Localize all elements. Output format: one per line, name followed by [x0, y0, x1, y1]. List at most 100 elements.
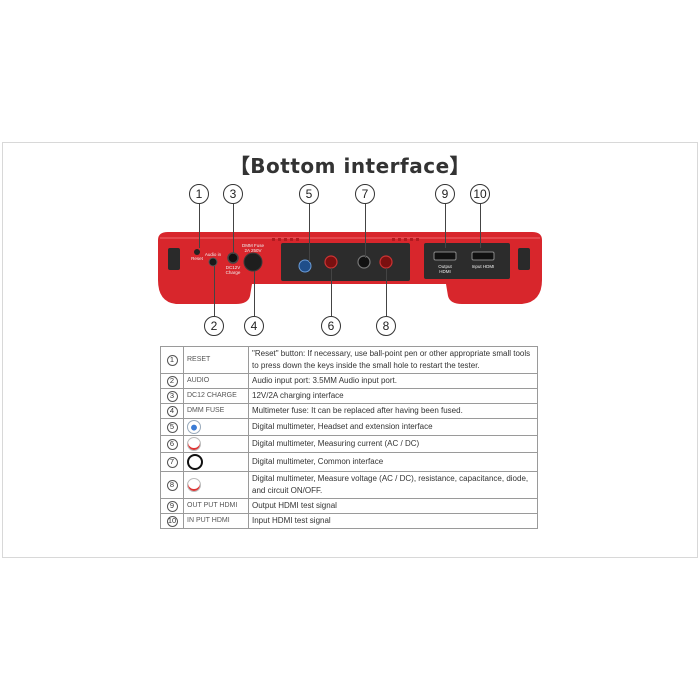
row-description: Output HDMI test signal [248, 498, 538, 514]
row-name-cell [183, 418, 249, 436]
hdmi-out-port [433, 251, 457, 261]
row-name: IN PUT HDMI [187, 517, 230, 524]
table-row: 2 AUDIO Audio input port: 3.5MM Audio inpu… [160, 373, 538, 389]
label-audio: Audio in [204, 252, 222, 257]
row-description: 12V/2A charging interface [248, 388, 538, 404]
row-name-cell: AUDIO [183, 373, 249, 389]
row-number-cell: 3 [160, 388, 184, 404]
audio-jack [208, 257, 218, 267]
row-number: 10 [166, 515, 178, 527]
callout-7: 7 [355, 184, 375, 204]
row-name-cell: OUT PUT HDMI [183, 498, 249, 514]
callout-8: 8 [376, 316, 396, 336]
row-number: 6 [166, 438, 178, 450]
row-description: "Reset" button: If necessary, use ball-p… [248, 346, 538, 374]
row-number-cell: 4 [160, 403, 184, 419]
row-name-cell [183, 435, 249, 453]
row-number-cell: 1 [160, 346, 184, 374]
table-row: 7 Digital multimeter, Common interface [160, 452, 538, 472]
callout-6: 6 [321, 316, 341, 336]
right-grip [518, 248, 530, 270]
label-out-hdmi: Output HDMI [438, 264, 452, 274]
row-name: AUDIO [187, 377, 210, 384]
leader-3 [233, 204, 234, 254]
row-number-cell: 8 [160, 471, 184, 499]
row-number: 8 [166, 479, 178, 491]
jack-5 [298, 259, 312, 273]
row-name-cell: IN PUT HDMI [183, 513, 249, 529]
leader-10 [480, 204, 481, 248]
row-number-cell: 5 [160, 418, 184, 436]
dc-jack [227, 252, 239, 264]
table-row: 3 DC12 CHARGE 12V/2A charging interface [160, 388, 538, 404]
leader-7 [365, 204, 366, 258]
label-in-hdmi: Input HDMI [471, 264, 495, 269]
row-name: RESET [187, 356, 211, 363]
multimeter-panel [281, 243, 410, 281]
row-name: DC12 CHARGE [187, 392, 237, 399]
callout-9: 9 [435, 184, 455, 204]
row-name-cell [183, 452, 249, 472]
red-jack-icon [187, 478, 201, 492]
leader-8 [386, 268, 387, 316]
leader-1 [199, 204, 200, 248]
row-number: 2 [166, 375, 178, 387]
row-number-cell: 7 [160, 452, 184, 472]
row-number: 9 [166, 500, 178, 512]
row-name-cell: DMM FUSE [183, 403, 249, 419]
interface-spec-table: 1 RESET "Reset" button: If necessary, use … [160, 346, 538, 529]
table-row: 4 DMM FUSE Multimeter fuse: It can be repl… [160, 403, 538, 419]
leader-9 [445, 204, 446, 248]
red-jack-icon [187, 437, 201, 451]
label-fuse: DMM Fuse 2A 250V [241, 243, 264, 253]
row-description: Input HDMI test signal [248, 513, 538, 529]
leader-2 [214, 266, 215, 316]
row-number-cell: 9 [160, 498, 184, 514]
hdmi-in-port [471, 251, 495, 261]
leader-4 [254, 271, 255, 316]
jack-7 [357, 255, 371, 269]
row-number: 1 [166, 354, 178, 366]
left-grip [168, 248, 180, 270]
leader-6 [331, 268, 332, 316]
callout-10: 10 [470, 184, 490, 204]
fuse-cap [243, 252, 263, 272]
row-number: 7 [166, 456, 178, 468]
row-number: 5 [166, 421, 178, 433]
row-description: Digital multimeter, Measuring current (A… [248, 435, 538, 453]
callout-1: 1 [189, 184, 209, 204]
table-row: 6 Digital multimeter, Measuring current (… [160, 435, 538, 453]
row-number-cell: 6 [160, 435, 184, 453]
row-number-cell: 2 [160, 373, 184, 389]
row-name: DMM FUSE [187, 407, 225, 414]
row-description: Multimeter fuse: It can be replaced afte… [248, 403, 538, 419]
row-name-cell: DC12 CHARGE [183, 388, 249, 404]
table-row: 10 IN PUT HDMI Input HDMI test signal [160, 513, 538, 529]
reset-hole [194, 249, 200, 255]
label-reset: Reset [191, 256, 203, 261]
row-number: 4 [166, 405, 178, 417]
callout-3: 3 [223, 184, 243, 204]
row-name-cell: RESET [183, 346, 249, 374]
blue-jack-icon [187, 420, 201, 434]
row-name-cell [183, 471, 249, 499]
row-description: Audio input port: 3.5MM Audio input port… [248, 373, 538, 389]
callout-4: 4 [244, 316, 264, 336]
label-dc: DC12V Charge [225, 265, 241, 275]
callout-2: 2 [204, 316, 224, 336]
row-description: Digital multimeter, Headset and extensio… [248, 418, 538, 436]
row-number: 3 [166, 390, 178, 402]
black-jack-icon [187, 454, 203, 470]
jack-8 [379, 255, 393, 269]
table-row: 5 Digital multimeter, Headset and extensi… [160, 418, 538, 436]
row-number-cell: 10 [160, 513, 184, 529]
row-description: Digital multimeter, Common interface [248, 452, 538, 472]
page-title: 【Bottom interface】 [229, 154, 471, 178]
leader-5 [309, 204, 310, 262]
table-row: 1 RESET "Reset" button: If necessary, use … [160, 346, 538, 374]
jack-6 [324, 255, 338, 269]
callout-5: 5 [299, 184, 319, 204]
